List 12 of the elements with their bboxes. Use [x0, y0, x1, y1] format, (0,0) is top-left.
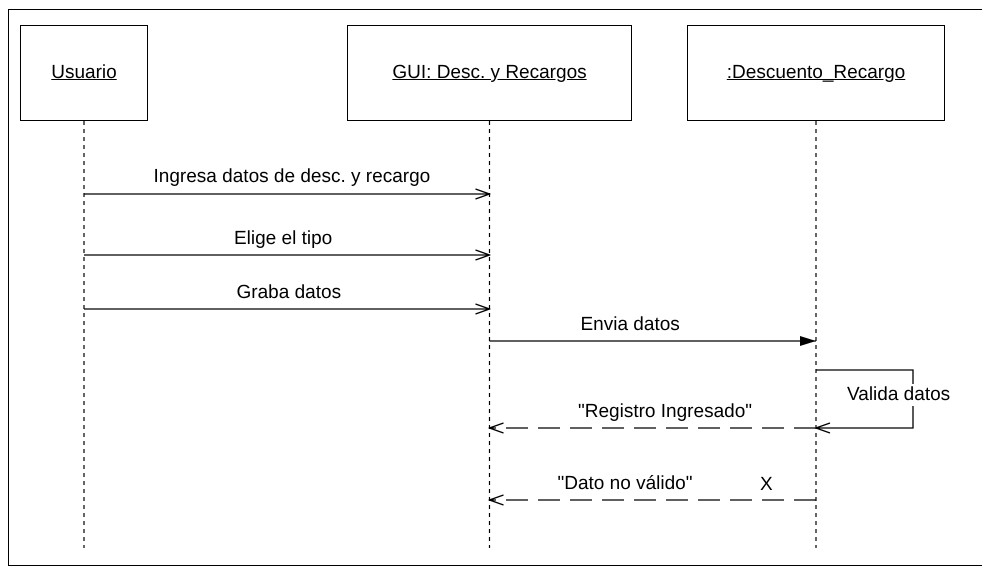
participant-name: :Descuento_Recargo	[726, 62, 906, 84]
message-arrow	[815, 369, 914, 434]
message-label: Valida datos	[845, 384, 952, 406]
participant-name: GUI: Desc. y Recargos	[392, 62, 587, 84]
message-label: "Registro Ingresado"	[576, 401, 754, 423]
message-arrow	[84, 303, 490, 315]
message-arrow	[488, 494, 816, 506]
message-arrow	[488, 422, 816, 434]
participant-name: Usuario	[51, 62, 117, 84]
message-arrow	[84, 249, 490, 261]
message-arrow	[84, 188, 490, 200]
message-arrow	[490, 336, 816, 346]
